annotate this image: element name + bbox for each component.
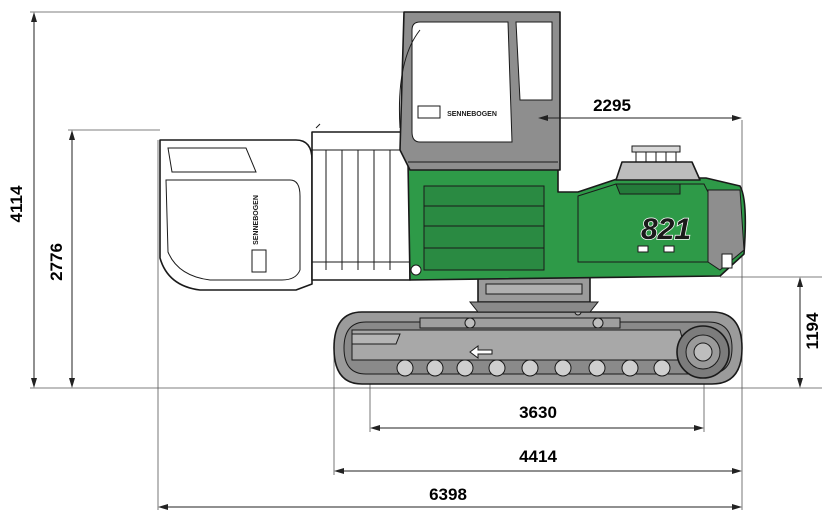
side-panel <box>423 185 545 271</box>
carrier-roller <box>464 317 476 329</box>
upper-structure: 821 <box>407 145 747 281</box>
hood-frame <box>311 131 411 281</box>
arrowhead <box>797 277 803 287</box>
brand-door-text: SENNEBOGEN <box>253 195 260 245</box>
track-upper-frame <box>419 317 621 329</box>
radiator-cap <box>631 145 681 153</box>
arrowhead <box>334 468 344 474</box>
arrowhead <box>370 425 380 431</box>
roller <box>588 359 606 377</box>
roller <box>488 359 506 377</box>
carrier-roller <box>592 317 604 329</box>
arrowhead <box>69 378 75 388</box>
track-assembly <box>333 308 743 385</box>
roller <box>554 359 572 377</box>
indicator-light <box>663 245 675 253</box>
arrowhead <box>31 378 37 388</box>
arrowhead <box>732 468 742 474</box>
counterweight-window-top <box>167 147 257 173</box>
arrowhead <box>694 425 704 431</box>
tail-light <box>721 253 733 269</box>
label-tumbler-distance: 3630 <box>519 403 557 422</box>
arrowhead <box>158 504 168 510</box>
arrowhead <box>69 130 75 140</box>
roller <box>621 359 639 377</box>
label-overall-height: 4114 <box>7 185 26 222</box>
label-track-length: 4414 <box>519 447 557 466</box>
arrowhead <box>797 378 803 388</box>
counterweight: SENNEBOGEN <box>159 139 313 291</box>
label-track-height: 1194 <box>803 312 822 349</box>
roller <box>456 359 474 377</box>
engine-hood <box>311 123 411 281</box>
arrowhead <box>732 115 742 121</box>
cab: SENNEBOGEN <box>398 11 561 171</box>
label-tail-radius: 2295 <box>593 96 631 115</box>
engine-cover-ridge <box>615 183 681 195</box>
slewing-ring-band <box>485 283 583 295</box>
indicator-light <box>637 245 649 253</box>
counterweight-badge <box>251 249 267 273</box>
roller <box>521 359 539 377</box>
model-number: 821 <box>641 213 691 246</box>
radiator <box>615 145 701 181</box>
roller <box>653 359 671 377</box>
roller <box>426 359 444 377</box>
cab-handrail <box>398 29 421 129</box>
label-overall-length: 6398 <box>429 485 467 504</box>
brand-cab-text: SENNEBOGEN <box>447 111 497 118</box>
excavator: SENNEBOGEN <box>159 11 747 385</box>
track-frame <box>351 329 689 361</box>
idler-tensioner <box>351 333 401 345</box>
arrowhead <box>732 504 742 510</box>
label-cabin-height: 2776 <box>47 243 66 281</box>
cab-badge <box>417 105 441 119</box>
radiator-block <box>615 161 701 181</box>
sprocket-center <box>693 342 713 362</box>
arrow-left-icon <box>469 345 493 359</box>
grab-handle <box>410 264 422 276</box>
counterweight-panel <box>165 179 301 281</box>
dimension-labels: 4114 2776 2295 1194 3630 4414 6398 <box>7 96 822 504</box>
cab-window-front <box>411 21 513 143</box>
track-rollers <box>396 359 671 377</box>
hood-hooks <box>315 123 405 129</box>
slewing-base <box>468 301 600 313</box>
roller <box>396 359 414 377</box>
arrowhead <box>538 115 548 121</box>
arrowhead <box>31 12 37 22</box>
dimension-lines <box>31 12 803 510</box>
cab-window-side <box>515 21 553 101</box>
